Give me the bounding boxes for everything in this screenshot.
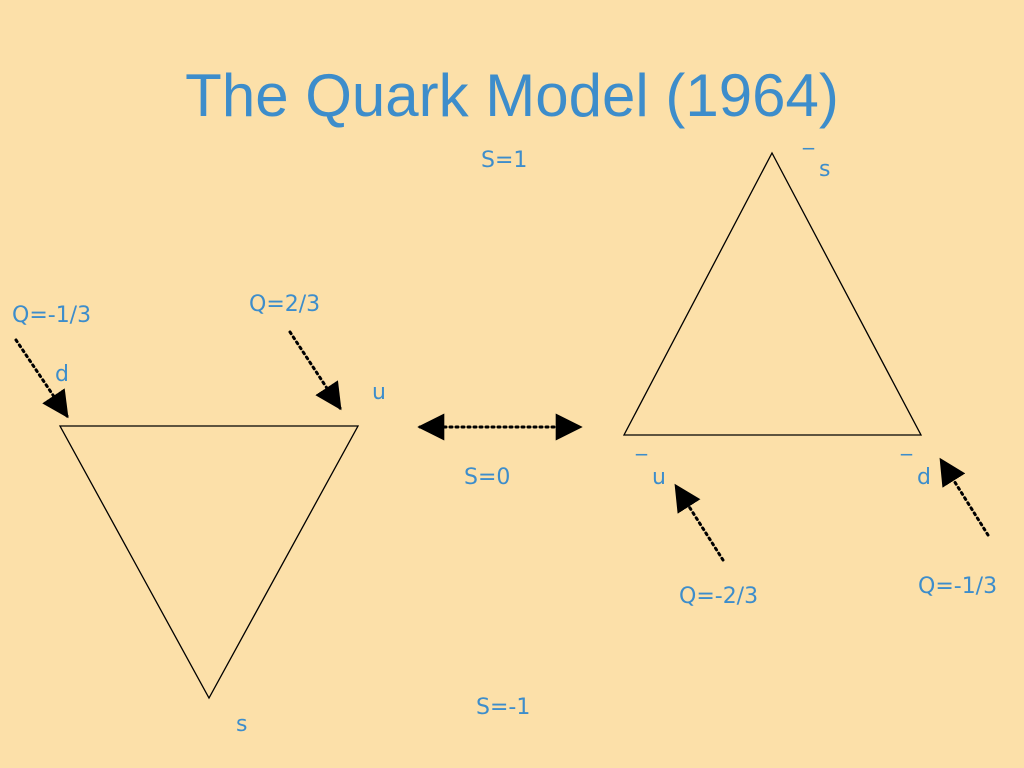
quark-d-label: d — [55, 362, 69, 387]
antiquark-u-label: u — [652, 465, 666, 490]
strangeness-zero-label: S=0 — [464, 465, 511, 490]
slide-title: The Quark Model (1964) — [185, 62, 839, 129]
antiquark-u-bar: ‾ — [636, 452, 647, 477]
antiquark-d-bar: ‾ — [901, 452, 912, 477]
antiquark-triangle — [622, 151, 923, 436]
quark-triangle — [58, 425, 360, 700]
charge-d-label: Q=-1/3 — [12, 303, 92, 328]
quark-s-label: s — [236, 712, 248, 737]
arrow-q-anti-u — [674, 483, 725, 562]
strangeness-minus1-label: S=-1 — [476, 695, 531, 720]
charge-anti-d-label: Q=-1/3 — [918, 574, 998, 599]
arrow-q-u — [288, 330, 342, 411]
arrow-q-anti-d — [939, 457, 990, 537]
antiquark-d-label: d — [917, 465, 931, 490]
charge-u-label: Q=2/3 — [249, 292, 321, 317]
charge-anti-u-label: Q=-2/3 — [679, 584, 759, 609]
antiquark-s-label: s — [819, 157, 831, 182]
antiquark-s-bar: ‾ — [803, 146, 814, 171]
quark-u-label: u — [372, 380, 386, 405]
arrow-q-d — [14, 338, 69, 419]
strangeness-plus1-label: S=1 — [481, 148, 528, 173]
